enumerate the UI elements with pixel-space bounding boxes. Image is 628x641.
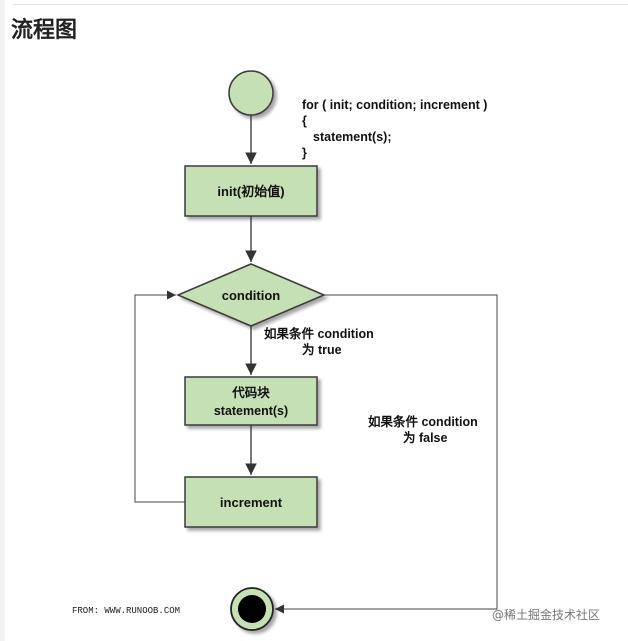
start-node: [228, 70, 274, 116]
top-divider: [13, 4, 628, 5]
true-label-line2: 为 true: [302, 342, 342, 357]
false-label-line1: 如果条件 condition: [368, 414, 478, 429]
init-node: [184, 165, 318, 217]
source-credit: FROM: WWW.RUNOOB.COM: [72, 606, 180, 616]
code-line-2: {: [302, 114, 307, 128]
condition-node-label: condition: [222, 288, 281, 303]
page: [5, 0, 628, 641]
block-label-line2: statement(s): [214, 404, 288, 418]
true-label-line1: 如果条件 condition: [264, 326, 374, 341]
arrow-increment-to-condition: [134, 290, 185, 503]
arrow-condition-to-end: [275, 294, 498, 614]
end-node-core: [238, 595, 266, 623]
code-line-1: for ( init; condition; increment ): [302, 98, 487, 112]
false-label-line2: 为 false: [403, 430, 448, 445]
block-label-line1: 代码块: [231, 385, 270, 400]
page-heading: 流程图: [11, 18, 78, 43]
init-node-label: init(初始值): [217, 184, 284, 199]
watermark: @稀土掘金技术社区: [492, 607, 600, 622]
increment-node-label: increment: [220, 495, 283, 510]
statement-block-node: [184, 376, 318, 426]
code-line-3: statement(s);: [313, 130, 392, 144]
code-line-4: }: [302, 146, 307, 160]
